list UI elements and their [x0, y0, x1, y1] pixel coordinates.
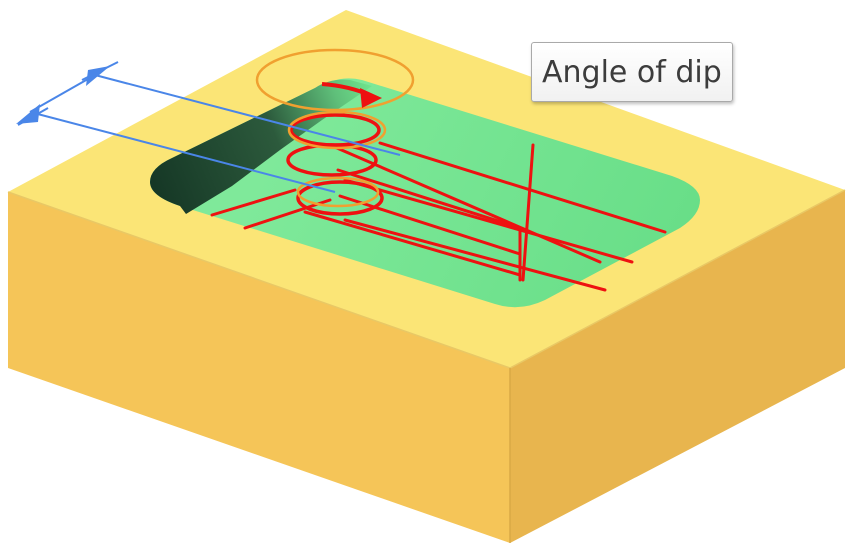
- dimension-line: [29, 111, 336, 193]
- toolpath-pass: [303, 210, 522, 277]
- block-left-face: [8, 192, 510, 543]
- arrow-icon: [86, 66, 110, 86]
- entry-ellipse: [296, 176, 380, 208]
- arrow-icon: [16, 104, 40, 124]
- helix-toolpath: [286, 113, 384, 216]
- arrow-icon: [360, 88, 382, 108]
- angle-of-dip-tooltip: Angle of dip: [531, 42, 733, 102]
- toolpath-ramp: [521, 143, 535, 282]
- toolpath-pass: [378, 141, 667, 234]
- toolpath-pass: [338, 194, 522, 256]
- toolpath-pass: [336, 168, 522, 230]
- toolpath-pass: [343, 178, 634, 264]
- tooltip-label: Angle of dip: [542, 54, 722, 90]
- entry-ellipse: [287, 110, 387, 150]
- dimension-line: [29, 74, 96, 113]
- helix-loop: [286, 143, 378, 177]
- block-right-face: [510, 190, 845, 543]
- helix-loop: [296, 180, 384, 216]
- helix-entry-guide: [255, 48, 415, 208]
- toolpath-pass: [343, 218, 607, 292]
- entry-ellipse: [255, 48, 415, 112]
- dimension-line: [94, 74, 401, 156]
- toolpath-pass: [210, 188, 297, 217]
